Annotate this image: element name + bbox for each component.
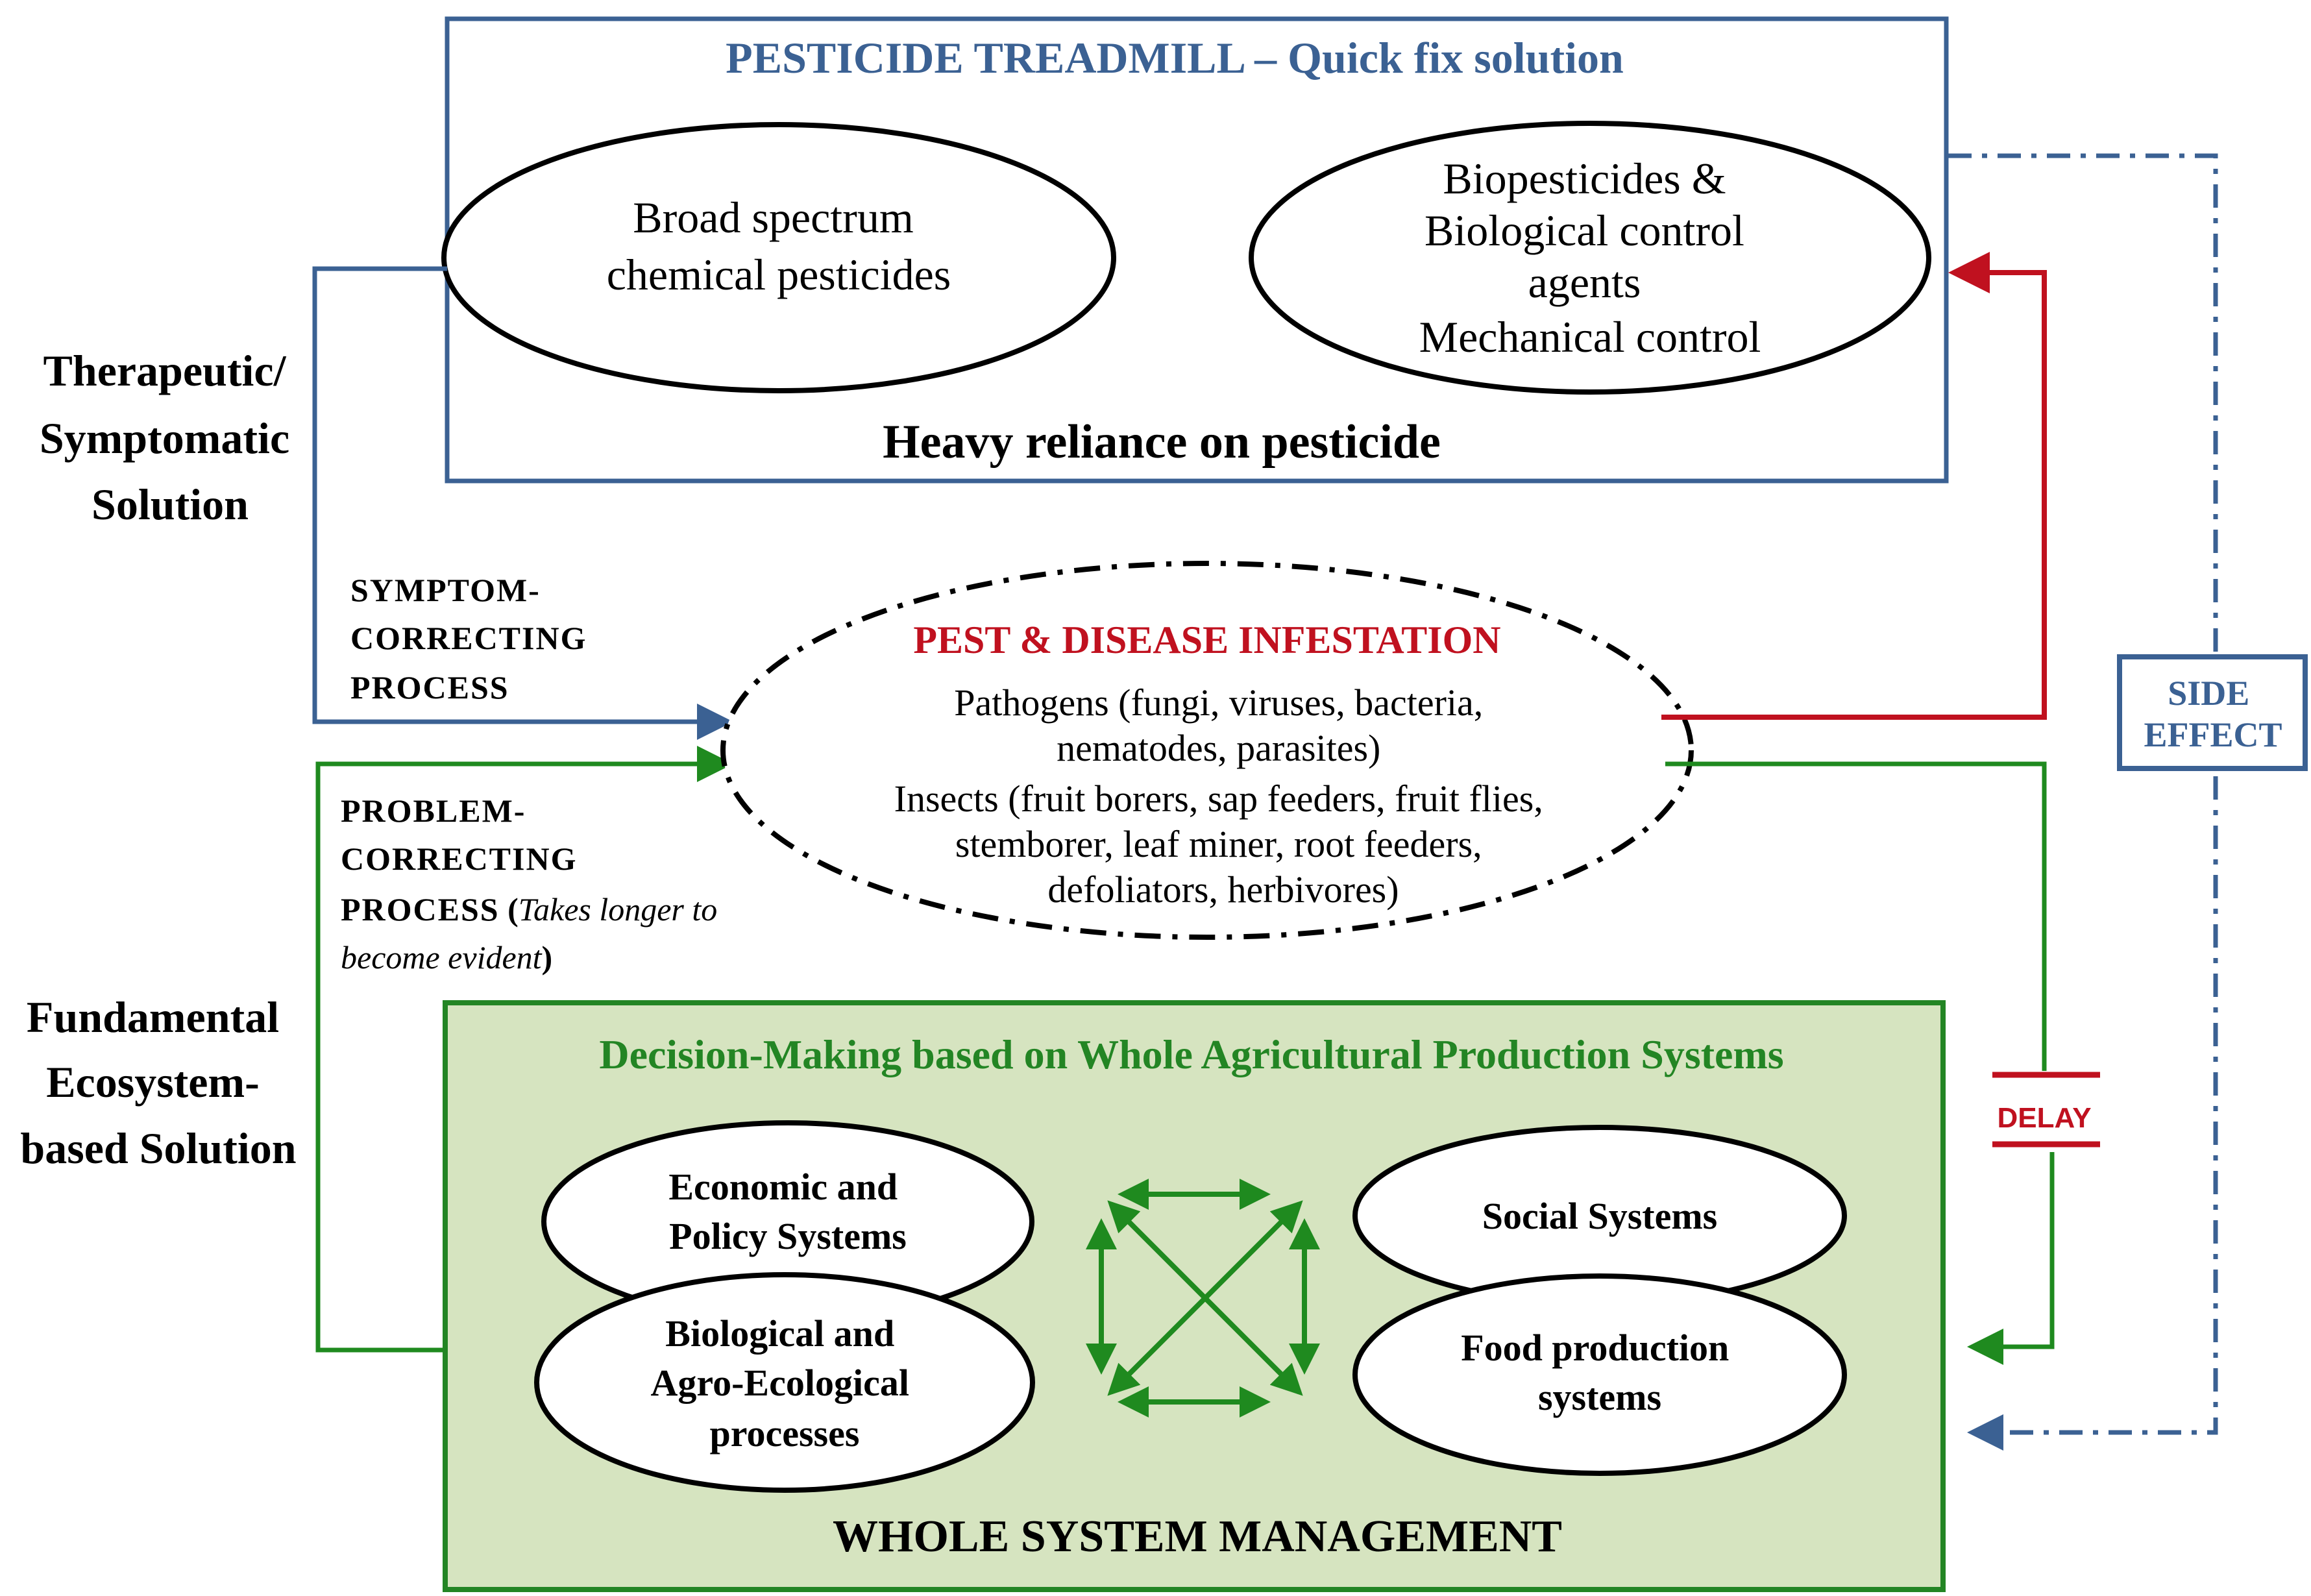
green-delay-path-upper — [1665, 761, 2047, 1071]
pest-disease-title: PEST & DISEASE INFESTATION — [913, 619, 1500, 661]
side-effect-box — [2117, 654, 2308, 771]
green-delay-path-lower — [1967, 1152, 2055, 1365]
biological-agroecological-ellipse — [534, 1272, 1035, 1493]
pest-disease-details: Pathogens (fungi, viruses, bacteria, nem… — [894, 681, 1553, 911]
problem-correcting-arrow — [315, 746, 733, 1353]
symptom-correcting-arrow — [312, 266, 733, 740]
pesticide-treadmill-title: PESTICIDE TREADMILL – Quick fix solution — [726, 33, 1624, 82]
food-production-label: Food production systems — [1461, 1327, 1739, 1418]
biopesticides-label: Biopesticides & Biological control agent… — [1419, 154, 1761, 362]
side-effect-label: SIDE EFFECT — [2144, 674, 2282, 754]
pest-disease-ellipse — [720, 561, 1694, 940]
biological-agroecological-label: Biological and Agro-Ecological processes — [651, 1312, 919, 1455]
social-systems-label: Social Systems — [1482, 1195, 1718, 1237]
whole-system-management-label: WHOLE SYSTEM MANAGEMENT — [833, 1512, 1562, 1562]
chemical-pesticides-label: Broad spectrum chemical pesticides — [607, 193, 951, 299]
food-production-ellipse — [1352, 1273, 1847, 1476]
fundamental-solution-label: Fundamental Ecosystem- based Solution — [20, 992, 296, 1173]
heavy-reliance-label: Heavy reliance on pesticide — [883, 415, 1441, 469]
problem-correcting-note: PROCESS (Takes longer to become evident) — [341, 891, 726, 976]
chemical-pesticides-ellipse — [441, 122, 1116, 393]
therapeutic-solution-label: Therapeutic/ Symptomatic Solution — [40, 346, 300, 529]
red-feedback-arrow — [1661, 252, 2047, 720]
symptom-correcting-label: SYMPTOM- CORRECTING PROCESS — [350, 572, 596, 706]
biopesticides-ellipse — [1249, 121, 1931, 395]
delay-label: DELAY — [1997, 1102, 2091, 1134]
economic-policy-label: Economic and Policy Systems — [668, 1166, 907, 1257]
interconnection-arrows — [1086, 1179, 1320, 1418]
arrow-diagonal-up — [1107, 1200, 1303, 1396]
problem-correcting-label: PROBLEM- CORRECTING — [341, 792, 577, 877]
side-effect-arrow — [1948, 153, 2218, 1451]
decision-making-title: Decision-Making based on Whole Agricultu… — [599, 1031, 1783, 1077]
